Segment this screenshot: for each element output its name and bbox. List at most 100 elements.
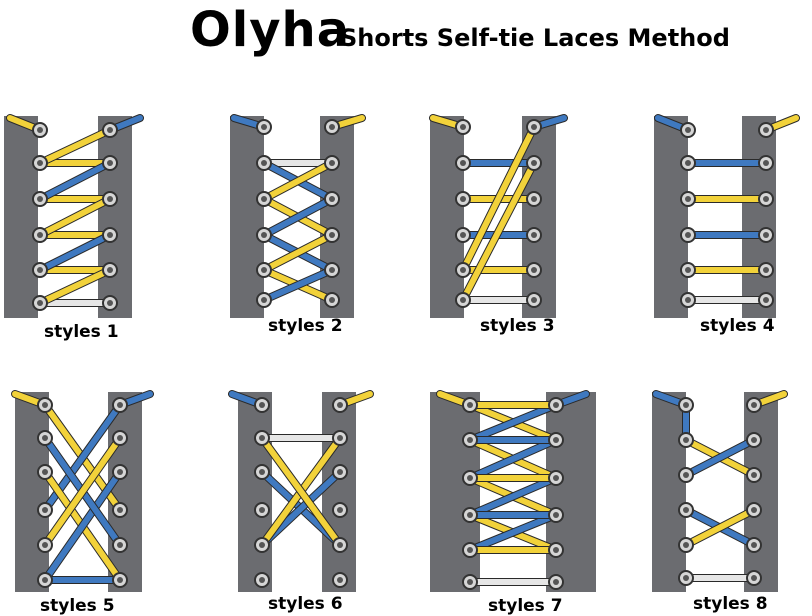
right-shoe-flap [320, 116, 354, 318]
eyelet-hole [467, 512, 473, 518]
eyelet-hole [107, 160, 113, 166]
eyelet-hole [329, 196, 335, 202]
eyelet-hole [553, 437, 559, 443]
eyelet-hole [553, 579, 559, 585]
lace-segment [261, 267, 335, 303]
eyelet-hole [751, 507, 757, 513]
eyelet-hole [37, 232, 43, 238]
eyelet-hole [685, 232, 691, 238]
lace-segment [683, 437, 757, 478]
lace-segment [37, 160, 113, 202]
lace-segment [467, 402, 559, 443]
lace-segment [467, 475, 559, 518]
eyelet-hole [107, 232, 113, 238]
left-shoe-flap [654, 116, 688, 318]
eyelet-hole [531, 196, 537, 202]
caption-style-8: styles 8 [693, 594, 768, 614]
eyelet-hole [329, 232, 335, 238]
left-shoe-flap [230, 116, 264, 318]
eyelet-hole [460, 196, 466, 202]
lacing-style-1 [4, 114, 144, 318]
eyelet-hole [37, 267, 43, 273]
eyelet-hole [531, 232, 537, 238]
eyelet-hole [553, 547, 559, 553]
lacing-style-3 [429, 114, 568, 318]
eyelet-hole [531, 160, 537, 166]
lace-segment [37, 196, 113, 238]
caption-style-1: styles 1 [44, 322, 119, 342]
eyelet-hole [553, 402, 559, 408]
lace-segment [37, 232, 113, 273]
lacing-style-2 [230, 114, 366, 318]
lace-segment [467, 437, 559, 481]
eyelet-hole [683, 472, 689, 478]
eyelet-hole [261, 124, 267, 130]
eyelet-hole [531, 267, 537, 273]
left-shoe-flap [430, 392, 480, 592]
right-shoe-flap [98, 116, 132, 318]
lace-segment [261, 196, 335, 238]
lace-segment [42, 469, 123, 583]
lace-segment [683, 507, 757, 548]
lacing-style-5 [11, 390, 154, 592]
lace-segment [261, 160, 335, 202]
eyelet-hole [329, 124, 335, 130]
eyelet-hole [685, 297, 691, 303]
eyelet-hole [460, 267, 466, 273]
lace-segment [259, 435, 343, 548]
eyelet-hole [107, 300, 113, 306]
eyelet-hole [37, 300, 43, 306]
eyelet-hole [107, 267, 113, 273]
eyelet-hole [329, 160, 335, 166]
eyelet-hole [337, 402, 343, 408]
eyelet-hole [763, 267, 769, 273]
eyelet-hole [683, 437, 689, 443]
eyelet-hole [337, 435, 343, 441]
eyelet-hole [751, 542, 757, 548]
left-shoe-flap [652, 392, 686, 592]
lacing-style-6 [228, 390, 374, 592]
eyelet-hole [763, 196, 769, 202]
eyelet-hole [553, 475, 559, 481]
eyelet-hole [460, 124, 466, 130]
eyelet-hole [763, 232, 769, 238]
left-shoe-flap [430, 116, 464, 318]
left-shoe-flap [238, 392, 272, 592]
eyelet-hole [261, 160, 267, 166]
eyelet-hole [685, 196, 691, 202]
right-shoe-flap [522, 116, 556, 318]
lace-segment [37, 267, 113, 306]
lace-segment [467, 512, 559, 553]
eyelet-hole [37, 127, 43, 133]
eyelet-hole [467, 402, 473, 408]
brand-name: Olyha [190, 2, 351, 58]
eyelet-hole [531, 124, 537, 130]
eyelet-hole [42, 402, 48, 408]
eyelet-hole [685, 160, 691, 166]
eyelet-hole [467, 437, 473, 443]
left-shoe-flap [15, 392, 49, 592]
eyelet-hole [531, 297, 537, 303]
eyelet-hole [467, 579, 473, 585]
eyelet-hole [763, 160, 769, 166]
eyelet-hole [751, 402, 757, 408]
eyelet-hole [751, 437, 757, 443]
caption-style-5: styles 5 [40, 596, 115, 616]
eyelet-hole [259, 577, 265, 583]
eyelet-hole [683, 402, 689, 408]
eyelet-hole [685, 127, 691, 133]
caption-style-7: styles 7 [488, 596, 563, 616]
eyelet-hole [117, 542, 123, 548]
eyelet-hole [337, 542, 343, 548]
lacing-style-7 [430, 390, 596, 592]
page-subtitle: Shorts Self-tie Laces Method [340, 24, 730, 52]
title-bar: Olyha Shorts Self-tie Laces Method [0, 0, 812, 70]
eyelet-hole [763, 297, 769, 303]
eyelet-hole [42, 469, 48, 475]
eyelet-hole [683, 575, 689, 581]
eyelet-hole [329, 267, 335, 273]
eyelet-hole [763, 127, 769, 133]
eyelet-hole [117, 469, 123, 475]
lacing-style-4 [654, 114, 800, 318]
